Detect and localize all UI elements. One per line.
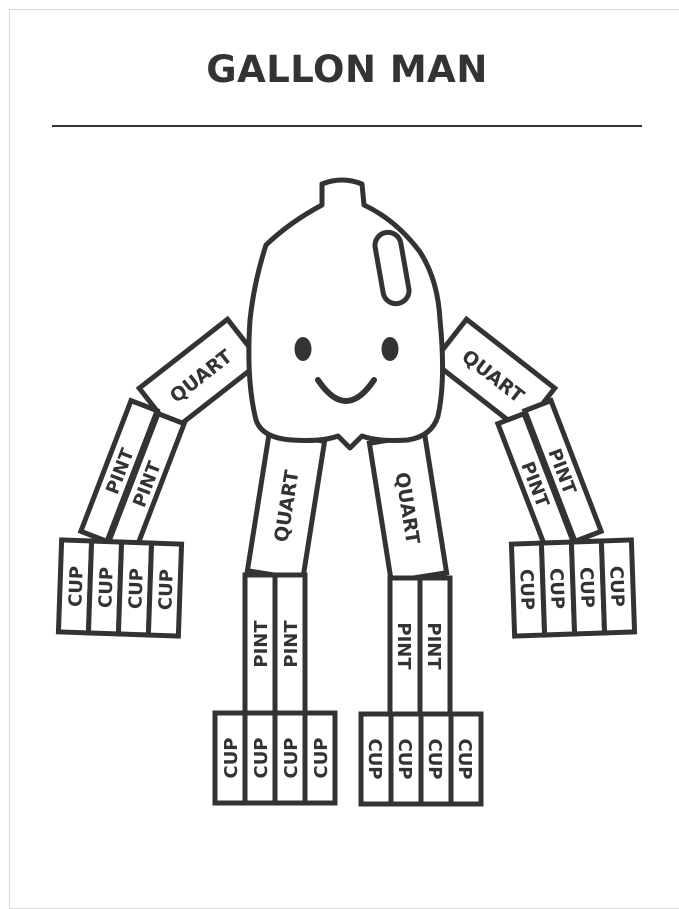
left-foot-cup-label-3: CUP: [281, 737, 302, 778]
left-hand-cup-label-2: CUP: [95, 567, 117, 609]
left-leg-pints: PINT PINT: [245, 575, 305, 713]
right-foot-cup-label-1: CUP: [364, 738, 385, 779]
left-leg-pint-label-1: PINT: [251, 620, 272, 668]
right-leg: QUART PINT PINT CUP CUP CUP CUP: [361, 434, 481, 804]
right-arm: QUART PINT PINT CUP CUP CUP CUP: [433, 319, 634, 636]
right-hand-cup-label-1: CUP: [515, 569, 537, 611]
left-arm: QUART PINT PINT CUP CUP CUP CUP: [58, 319, 260, 636]
right-eye-icon: [382, 337, 399, 361]
left-eye-icon: [295, 337, 312, 361]
left-foot-cup-label-4: CUP: [311, 737, 332, 778]
gallon-jug: [249, 180, 443, 448]
right-foot-cup-label-3: CUP: [424, 738, 445, 779]
right-leg-pint-label-1: PINT: [393, 622, 414, 670]
left-leg: QUART PINT PINT CUP CUP CUP CUP: [215, 432, 335, 803]
right-leg-pints: PINT PINT: [390, 578, 450, 714]
gallon-jug-body: [249, 180, 443, 448]
left-foot-cup-label-2: CUP: [251, 737, 272, 778]
right-hand-cup-label-3: CUP: [575, 567, 597, 609]
right-leg-pint-label-2: PINT: [423, 622, 444, 670]
right-hand-cup-label-4: CUP: [605, 566, 627, 608]
left-foot-cup-label-1: CUP: [221, 737, 242, 778]
gallon-man-diagram: QUART PINT PINT CUP CUP CUP CUP QUART: [0, 0, 679, 883]
right-hand-cup-label-2: CUP: [545, 568, 567, 610]
left-hand-cup-label-3: CUP: [125, 568, 147, 610]
left-hand-cup-label-1: CUP: [65, 566, 87, 608]
right-foot-cup-label-4: CUP: [454, 738, 475, 779]
left-hand-cup-label-4: CUP: [155, 569, 177, 611]
right-foot-cup-label-2: CUP: [394, 738, 415, 779]
left-foot-cups: CUP CUP CUP CUP: [215, 713, 335, 803]
left-leg-pint-label-2: PINT: [281, 620, 302, 668]
right-foot-cups: CUP CUP CUP CUP: [361, 714, 481, 804]
